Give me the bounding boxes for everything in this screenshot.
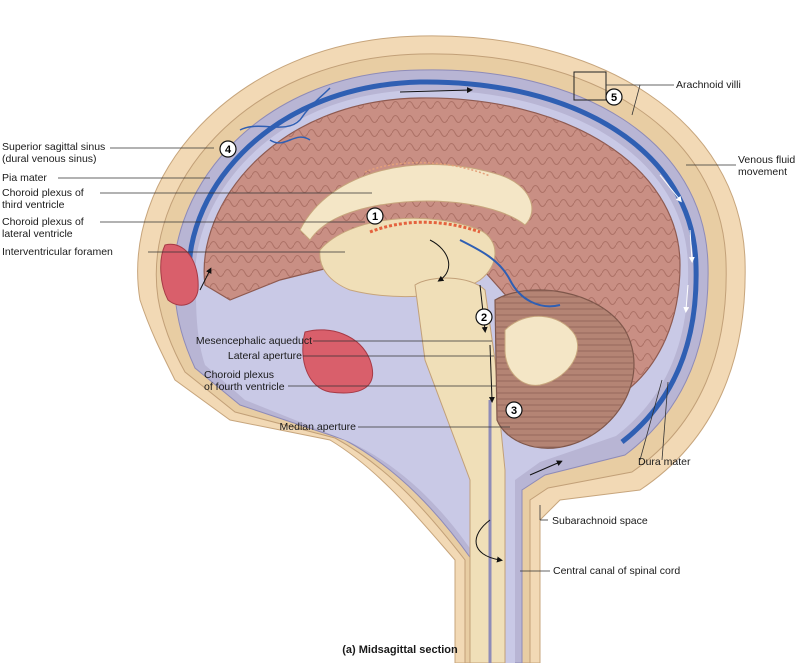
label-choroid-fourth-line1: Choroid plexus: [204, 369, 275, 381]
arachnoid-villi-box: [573, 71, 607, 101]
venous-arrow-1: [659, 174, 682, 203]
label-superior-sagittal-sinus-line2: (dural venous sinus): [2, 153, 97, 165]
flow-arrow-lateral: [429, 239, 450, 282]
label-lateral-aperture: Lateral aperture: [150, 350, 302, 362]
leader-lines: [58, 84, 736, 572]
label-choroid-fourth-line2: of fourth ventricle: [204, 381, 285, 393]
great-cerebral-vein: [459, 239, 561, 308]
label-superior-sagittal-sinus-line1: Superior sagittal sinus: [2, 141, 106, 153]
step-number-5: 5: [611, 92, 617, 104]
label-mesencephalic-aqueduct-text: Mesencephalic aqueduct: [195, 335, 312, 347]
label-choroid-third-line2: third ventricle: [2, 199, 65, 211]
flow-arrow-subarachnoid: [529, 460, 563, 476]
arbor-vitae: [504, 315, 578, 386]
label-pia-mater: Pia mater: [2, 172, 47, 184]
step-number-2: 2: [481, 312, 487, 324]
flow-arrow-top: [399, 87, 473, 94]
label-central-canal: Central canal of spinal cord: [553, 565, 680, 577]
choroid-plexus-lateral: [369, 220, 481, 234]
label-central-canal-text: Central canal of spinal cord: [553, 565, 681, 577]
label-median-aperture-text: Median aperture: [279, 421, 356, 433]
corpus-callosum: [299, 164, 533, 241]
venous-arrow-2: [688, 229, 695, 263]
step-circle-3: 3: [505, 401, 523, 419]
flow-arrow-spinal: [475, 519, 503, 563]
figure-caption: (a) Midsagittal section: [342, 644, 458, 656]
label-dura-mater: Dura mater: [638, 456, 691, 468]
label-subarachnoid-space-text: Subarachnoid space: [552, 515, 648, 527]
label-choroid-lateral-line2: lateral ventricle: [2, 228, 73, 240]
flow-arrow-fourth: [488, 344, 495, 403]
venous-arrow-3: [683, 284, 690, 313]
step-circle-5: 5: [605, 88, 623, 106]
label-lateral-aperture-text: Lateral aperture: [227, 350, 302, 362]
thalamus-region: [319, 217, 496, 298]
step-circle-4: 4: [219, 140, 237, 158]
label-venous-fluid-line1: Venous fluid: [738, 154, 796, 166]
step-number-4: 4: [225, 144, 232, 156]
label-interventricular-foramen: Interventricular foramen: [2, 246, 113, 258]
label-arachnoid-villi-text: Arachnoid villi: [676, 79, 741, 91]
frontal-sinus: [160, 243, 199, 306]
label-choroid-third-line1: Choroid plexus of: [2, 187, 84, 199]
flow-arrow-front: [199, 267, 212, 291]
label-interventricular-foramen-text: Interventricular foramen: [2, 246, 113, 258]
label-venous-fluid-line2: movement: [738, 166, 788, 178]
label-pia-mater-text: Pia mater: [2, 172, 47, 184]
cortical-veins: [239, 87, 331, 144]
step-circle-1: 1: [366, 207, 384, 225]
step-number-3: 3: [511, 405, 517, 417]
label-arachnoid-villi: Arachnoid villi: [676, 79, 741, 91]
label-median-aperture: Median aperture: [150, 421, 356, 433]
label-choroid-fourth: Choroid plexus of fourth ventricle: [204, 369, 285, 393]
choroid-plexus-third: [364, 161, 491, 177]
label-superior-sagittal-sinus: Superior sagittal sinus (dural venous si…: [2, 141, 105, 165]
label-mesencephalic-aqueduct: Mesencephalic aqueduct: [150, 335, 312, 347]
label-dura-mater-text: Dura mater: [638, 456, 691, 468]
label-choroid-lateral-line1: Choroid plexus of: [2, 216, 84, 228]
superior-sagittal-sinus: [186, 79, 699, 444]
label-venous-fluid-movement: Venous fluid movement: [738, 154, 795, 178]
step-number-1: 1: [372, 211, 378, 223]
label-subarachnoid-space: Subarachnoid space: [552, 515, 648, 527]
label-choroid-lateral: Choroid plexus of lateral ventricle: [2, 216, 84, 240]
label-choroid-third: Choroid plexus of third ventricle: [2, 187, 84, 211]
step-circle-2: 2: [475, 308, 493, 326]
